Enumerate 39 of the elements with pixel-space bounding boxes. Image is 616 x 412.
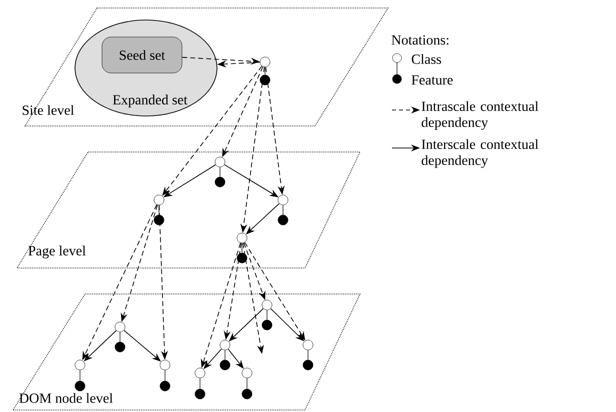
feature-dot (154, 214, 164, 226)
connector-line (282, 204, 284, 216)
connector-line (246, 378, 248, 390)
feature-dot (236, 252, 248, 264)
rounded-box: Seed set (102, 36, 182, 74)
legend-text: Intrascale contextual dependency (422, 101, 538, 130)
class-circle (154, 194, 164, 206)
class-circle (236, 232, 248, 244)
legend-text: Interscale contextual dependency (422, 139, 538, 168)
feature-dot (214, 176, 226, 188)
connector-line (164, 370, 166, 382)
feature-dot (302, 360, 314, 370)
legend-text: Class (412, 54, 442, 64)
class-circle (194, 368, 206, 378)
feature-dot (260, 74, 270, 86)
class-circle (114, 322, 126, 332)
class-circle (74, 360, 86, 370)
class-circle (302, 340, 314, 350)
legend-text: Feature (412, 75, 453, 85)
feature-dot (242, 388, 252, 400)
feature-dot (262, 320, 272, 330)
class-circle (160, 360, 170, 370)
class-circle (278, 194, 288, 206)
class-circle (260, 56, 270, 68)
feature-dot (194, 388, 206, 400)
feature-dot (114, 342, 126, 352)
feature-dot (74, 380, 86, 392)
feature-dot (278, 214, 288, 226)
connector-line (264, 66, 266, 76)
connector-line (158, 204, 160, 216)
legend-heading: Notations: (392, 35, 448, 45)
class-circle (262, 300, 272, 310)
class-circle (242, 368, 252, 378)
class-circle (220, 340, 230, 350)
feature-dot (160, 380, 170, 392)
connector-line (224, 350, 226, 360)
class-circle (214, 156, 226, 168)
connector-line (266, 310, 268, 320)
feature-dot (220, 360, 230, 370)
